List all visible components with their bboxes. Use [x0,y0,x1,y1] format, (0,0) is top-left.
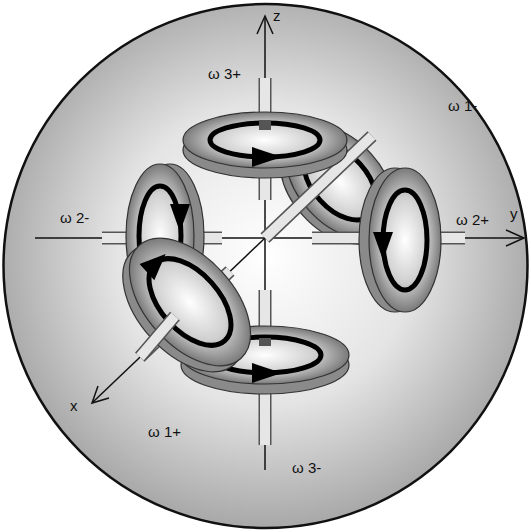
wheel-label: ω 2+ [456,212,489,229]
shaft [140,316,175,357]
wheel-label: ω 3- [292,460,321,477]
sphere-shell [4,4,528,528]
flywheel [100,216,274,394]
wheel-label: ω 2- [60,210,89,227]
axis-label: z [273,8,281,25]
wheel-label: ω 1- [448,98,477,115]
flywheel [183,112,347,178]
axes [35,16,524,470]
wheel-label: ω 3+ [208,66,241,83]
axis-label: x [70,398,78,415]
wheel-label: ω 1+ [148,424,181,441]
flywheel [359,168,441,312]
axis-label: y [510,206,518,223]
